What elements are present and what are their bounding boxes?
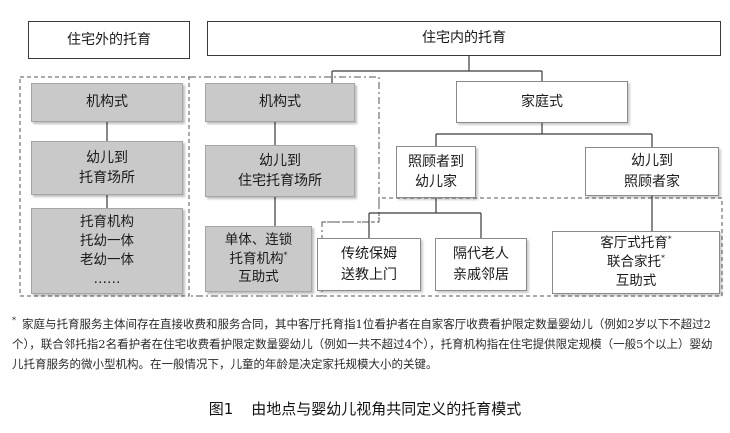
col2-examples-box: 单体、连锁 托育机构* 互助式: [205, 226, 312, 292]
col2-location-box: 幼儿到 住宅托育场所: [205, 145, 355, 197]
col2-example-line-2: 托育机构*: [229, 250, 288, 267]
col1-location-box: 幼儿到 托育场所: [31, 141, 183, 195]
family-mode-box: 家庭式: [456, 81, 628, 123]
home-host-line-1: 客厅式托育*: [600, 234, 672, 252]
figure-title: 由地点与婴幼儿视角共同定义的托育模式: [251, 400, 522, 418]
footnote: *家庭与托育服务主体间存在直接收费和服务合同，其中客厅托育指1位看护者在自家客厅…: [12, 311, 720, 374]
col1-examples-box: 托育机构 托幼一体 老幼一体 ……: [31, 208, 183, 294]
caregiver-to-child-box: 照顾者到 幼儿家: [396, 146, 476, 198]
child-to-caregiver-box: 幼儿到 照顾者家: [585, 147, 719, 196]
col2-example-line-3: 互助式: [238, 269, 279, 286]
host-footnote-mark-1: *: [667, 234, 672, 244]
footnote-text: 家庭与托育服务主体间存在直接收费和服务合同，其中客厅托育指1位看护者在自家客厅收…: [12, 316, 713, 371]
col2-example-line-1: 单体、连锁: [224, 231, 293, 248]
col2-footnote-mark: *: [283, 250, 288, 260]
figure-caption: 图1 由地点与婴幼儿视角共同定义的托育模式: [0, 398, 730, 419]
figure-number: 图1: [208, 400, 234, 418]
childcare-mode-diagram: 住宅外的托育 住宅内的托育 机构式 幼儿到 托育场所 托育机构 托幼一体 老幼一…: [19, 21, 723, 297]
nanny-box: 传统保姆 送教上门: [317, 238, 421, 291]
col1-institution-box: 机构式: [31, 83, 183, 122]
home-host-line-2: 联合家托*: [607, 253, 665, 271]
relatives-box: 隔代老人 亲戚邻居: [435, 238, 527, 291]
home-host-line-3: 互助式: [615, 272, 657, 289]
home-host-box: 客厅式托育* 联合家托* 互助式: [552, 231, 720, 294]
outside-home-header: 住宅外的托育: [28, 21, 190, 59]
footnote-mark: *: [12, 316, 16, 325]
col2-institution-box: 机构式: [205, 83, 355, 122]
host-footnote-mark-2: *: [661, 253, 665, 263]
inside-home-header: 住宅内的托育: [207, 21, 721, 56]
